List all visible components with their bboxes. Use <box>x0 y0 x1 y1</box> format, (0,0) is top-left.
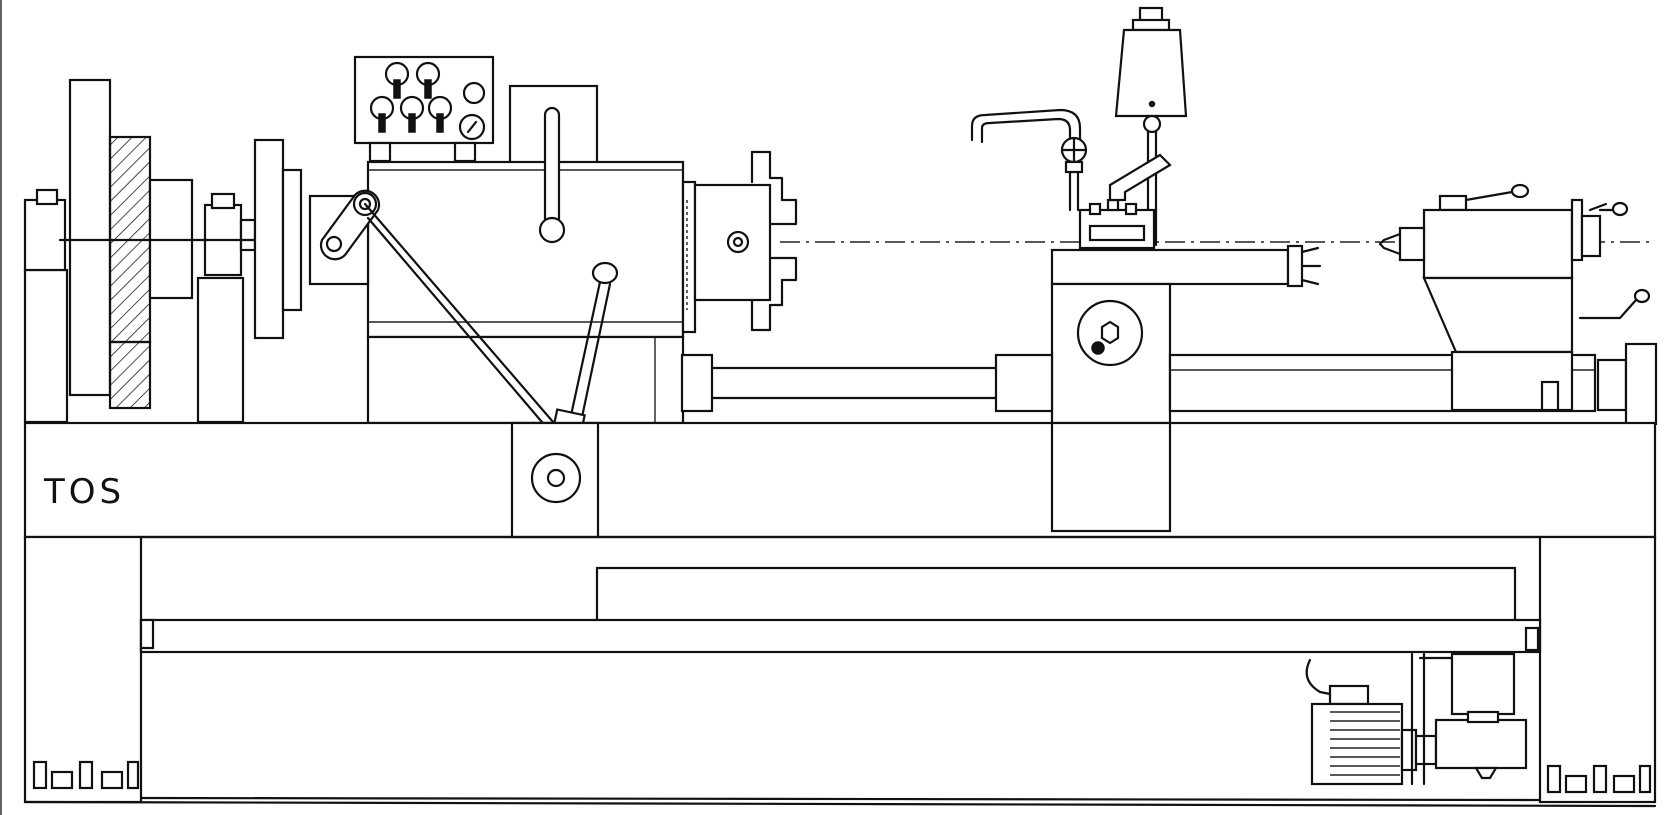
pump-body <box>1434 718 1528 770</box>
lead-rod <box>139 618 1542 654</box>
motor-body <box>1310 702 1404 786</box>
lathe-bed: TOS <box>23 421 1657 539</box>
motor-pump-assembly <box>1305 652 1528 786</box>
splash-tray <box>595 566 1517 626</box>
left-pedestal <box>23 268 69 424</box>
bed-main <box>23 421 1657 539</box>
chuck <box>681 150 798 334</box>
left-leg <box>23 535 143 804</box>
headstock-base <box>366 335 685 425</box>
large-pulley-disc <box>68 78 112 397</box>
control-panel <box>353 55 495 163</box>
left-bearing-block <box>23 198 67 272</box>
coolant-pipe <box>970 108 1088 212</box>
machine-base <box>23 535 1657 808</box>
headstock <box>308 84 685 425</box>
drive-pulley-assembly <box>23 78 303 424</box>
brand-label: TOS <box>43 472 125 512</box>
tailstock <box>1378 183 1658 426</box>
clutch-disc <box>253 138 285 340</box>
headstock-body <box>366 160 685 339</box>
right-leg <box>1538 535 1657 804</box>
mid-pedestal <box>196 276 245 424</box>
